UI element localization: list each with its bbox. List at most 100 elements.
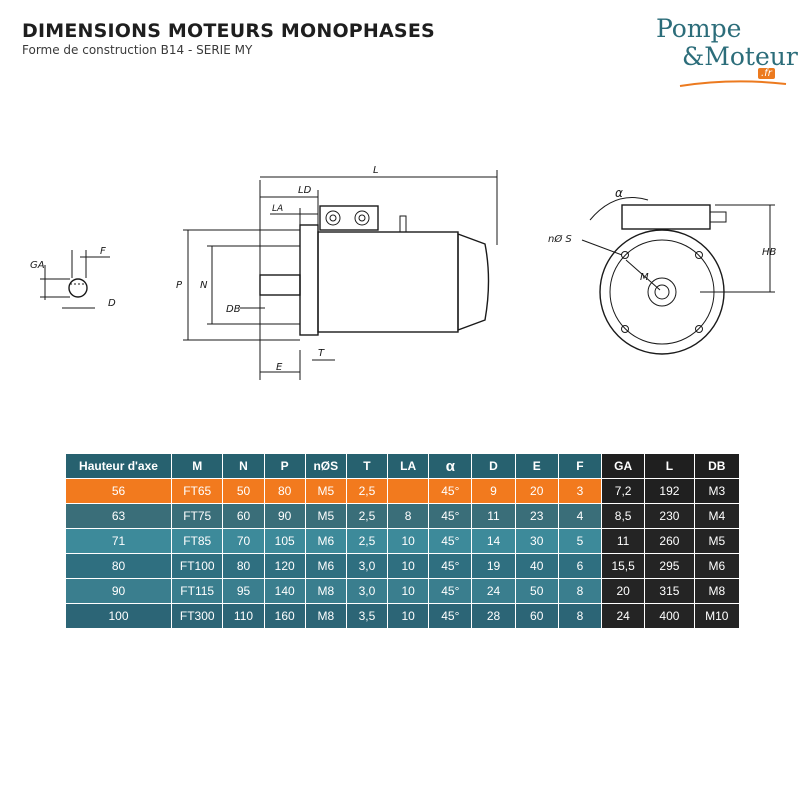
table-cell: M8 bbox=[304, 603, 347, 629]
table-cell: M5 bbox=[693, 528, 741, 554]
table-cell: 60 bbox=[514, 603, 559, 629]
table-cell: 8,5 bbox=[601, 503, 646, 529]
table-cell: 45° bbox=[428, 603, 473, 629]
table-cell: FT115 bbox=[170, 578, 224, 604]
table-cell: 71 bbox=[65, 528, 172, 554]
table-cell: 10 bbox=[387, 578, 430, 604]
label-m: M bbox=[640, 272, 649, 283]
table-cell: 120 bbox=[263, 553, 306, 579]
logo-badge-fr: .fr bbox=[758, 68, 775, 79]
table-cell: M8 bbox=[304, 578, 347, 604]
table-cell: 8 bbox=[557, 603, 603, 629]
table-cell: 95 bbox=[222, 578, 265, 604]
table-cell: 400 bbox=[644, 603, 695, 629]
label-e: E bbox=[276, 362, 283, 373]
table-cell: M6 bbox=[693, 553, 741, 579]
label-n: N bbox=[200, 280, 208, 291]
col-header: GA bbox=[601, 453, 646, 479]
table-cell: 2,5 bbox=[345, 503, 389, 529]
table-cell: 28 bbox=[471, 603, 516, 629]
table-cell: 63 bbox=[65, 503, 172, 529]
page-title: DIMENSIONS MOTEURS MONOPHASES bbox=[22, 20, 435, 42]
table-cell: 192 bbox=[644, 478, 695, 504]
table-cell: 260 bbox=[644, 528, 695, 554]
table-cell: 315 bbox=[644, 578, 695, 604]
table-cell: M3 bbox=[693, 478, 741, 504]
table-cell: 24 bbox=[601, 603, 646, 629]
table-cell: FT300 bbox=[170, 603, 224, 629]
label-db: DB bbox=[226, 304, 241, 315]
table-cell: M6 bbox=[304, 553, 347, 579]
table-cell: 70 bbox=[222, 528, 265, 554]
table-cell: 160 bbox=[263, 603, 306, 629]
label-f: F bbox=[100, 246, 106, 257]
table-cell: 105 bbox=[263, 528, 306, 554]
table-cell: 10 bbox=[387, 603, 430, 629]
page-subtitle: Forme de construction B14 - SERIE MY bbox=[22, 43, 253, 57]
col-header: LA bbox=[387, 453, 430, 479]
col-header: E bbox=[514, 453, 559, 479]
table-cell: 3 bbox=[557, 478, 603, 504]
table-cell: 80 bbox=[263, 478, 306, 504]
table-cell: 7,2 bbox=[601, 478, 646, 504]
motor-front-view bbox=[581, 197, 775, 355]
table-cell: M6 bbox=[304, 528, 347, 554]
table-cell: 56 bbox=[65, 478, 172, 504]
motor-side-view bbox=[183, 170, 498, 380]
table-cell: 80 bbox=[222, 553, 265, 579]
logo-text-moteur: &Moteur bbox=[682, 42, 798, 71]
table-cell: FT65 bbox=[170, 478, 224, 504]
table-cell: 230 bbox=[644, 503, 695, 529]
label-hb: HB bbox=[762, 247, 777, 258]
table-cell: 11 bbox=[601, 528, 646, 554]
table-cell: 100 bbox=[65, 603, 172, 629]
table-cell: 295 bbox=[644, 553, 695, 579]
label-t: T bbox=[318, 348, 325, 359]
table-cell: M5 bbox=[304, 503, 347, 529]
table-cell: 23 bbox=[514, 503, 559, 529]
table-cell: 14 bbox=[471, 528, 516, 554]
table-cell: 60 bbox=[222, 503, 265, 529]
table-cell: FT75 bbox=[170, 503, 224, 529]
table-cell: 4 bbox=[557, 503, 603, 529]
table-cell: 8 bbox=[387, 503, 430, 529]
table-header-row: Hauteur d'axe M N P nØS T LA α D E F GA … bbox=[65, 453, 741, 479]
table-cell: 3,0 bbox=[345, 553, 389, 579]
brand-logo[interactable]: Pompe &Moteur .fr bbox=[648, 14, 798, 94]
table-cell: M10 bbox=[693, 603, 741, 629]
dimensions-table: Hauteur d'axe M N P nØS T LA α D E F GA … bbox=[65, 453, 741, 629]
table-cell: 140 bbox=[263, 578, 306, 604]
table-cell: 80 bbox=[65, 553, 172, 579]
table-cell bbox=[387, 478, 430, 504]
table-cell: 45° bbox=[428, 528, 473, 554]
table-cell: M8 bbox=[693, 578, 741, 604]
table-cell: M4 bbox=[693, 503, 741, 529]
table-cell: 24 bbox=[471, 578, 516, 604]
table-cell: 3,5 bbox=[345, 603, 389, 629]
label-ga: GA bbox=[30, 260, 45, 271]
col-header: L bbox=[644, 453, 695, 479]
col-header: M bbox=[170, 453, 224, 479]
table-cell: 30 bbox=[514, 528, 559, 554]
label-alpha: α bbox=[615, 186, 623, 200]
table-cell: 10 bbox=[387, 553, 430, 579]
table-cell: 19 bbox=[471, 553, 516, 579]
table-cell: FT100 bbox=[170, 553, 224, 579]
table-cell: 10 bbox=[387, 528, 430, 554]
label-l: L bbox=[373, 165, 379, 176]
table-cell: FT85 bbox=[170, 528, 224, 554]
table-cell: 20 bbox=[601, 578, 646, 604]
col-header: P bbox=[263, 453, 306, 479]
label-p: P bbox=[176, 280, 183, 291]
table-cell: 90 bbox=[263, 503, 306, 529]
col-header: DB bbox=[693, 453, 741, 479]
table-cell: 5 bbox=[557, 528, 603, 554]
table-cell: 110 bbox=[222, 603, 265, 629]
motor-technical-drawing: GA F D L LD LA P N DB T E α nØ S M HB bbox=[30, 165, 777, 380]
table-cell: 40 bbox=[514, 553, 559, 579]
